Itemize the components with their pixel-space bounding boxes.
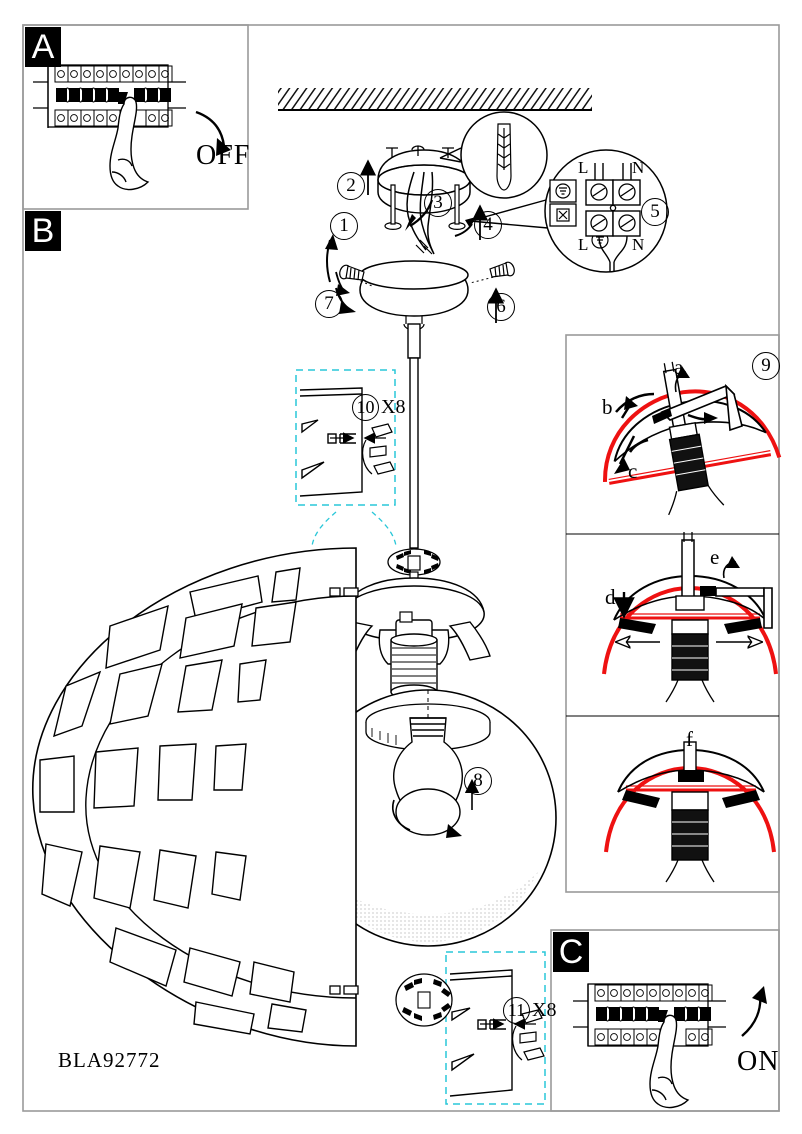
- substep-de-art: [602, 532, 778, 703]
- caption-off: OFF: [196, 140, 251, 171]
- light-bulb: [393, 717, 463, 836]
- caption-on: ON: [737, 1046, 780, 1077]
- terminal-block-detail: [469, 149, 668, 273]
- step-marker-3: 3: [424, 189, 452, 217]
- panel-a-breaker-art: [33, 64, 231, 191]
- step-marker-2: 2: [337, 172, 365, 200]
- terminal-label-n-bottom: N: [632, 235, 645, 254]
- callout-11-qty: X8: [532, 999, 557, 1021]
- callout-10-number: 10: [352, 394, 379, 421]
- substep-label-e: e: [710, 545, 720, 569]
- hand-pointing-on: [649, 1014, 690, 1109]
- substep-label-a: a: [674, 355, 684, 379]
- panel-label-a: A: [25, 27, 61, 67]
- allen-key-e: [715, 587, 773, 629]
- callout-box-10: [295, 369, 397, 547]
- callout-10: 10 X8: [352, 394, 405, 421]
- substep-label-b: b: [602, 395, 613, 419]
- toothed-disc-detail: [395, 973, 453, 1027]
- terminal-label-l-bottom: L: [578, 235, 589, 254]
- glass-globe-and-bulb: [299, 689, 557, 947]
- step-marker-1: 1: [330, 212, 358, 240]
- downrod: [407, 323, 421, 549]
- step-marker-9: 9: [752, 352, 780, 380]
- panel-c-breaker-art: [573, 983, 767, 1109]
- ceiling: [278, 88, 592, 111]
- breaker-modules-on: [594, 984, 713, 1046]
- step-marker-4: 4: [474, 211, 502, 239]
- decorative-shade: [32, 547, 359, 1047]
- lamp-holder-assembly: [331, 548, 491, 700]
- canopy-assembly: [325, 234, 515, 331]
- mounting-screws: [384, 184, 466, 231]
- canopy-screws: [339, 261, 515, 287]
- callout-11: 11 X8: [503, 997, 556, 1024]
- panel-label-b: B: [25, 211, 61, 251]
- callout-11-number: 11: [503, 997, 530, 1024]
- wall-anchor-detail: [439, 111, 548, 199]
- step-marker-5: 5: [641, 198, 669, 226]
- callout-10-qty: X8: [381, 396, 406, 418]
- step-marker-6: 6: [487, 293, 515, 321]
- substep-f-art: [604, 741, 776, 883]
- breaker-modules-off: [54, 65, 173, 127]
- lamp-socket: [390, 619, 438, 700]
- substep-label-d: d: [605, 585, 616, 609]
- step-marker-8: 8: [464, 767, 492, 795]
- terminal-label-n-top: N: [632, 158, 645, 177]
- wall-plug-icon: [496, 123, 512, 191]
- sheet-borders: [22, 24, 780, 1112]
- shade-cutouts: [39, 567, 307, 1035]
- panel-label-c: C: [553, 932, 589, 972]
- terminal-label-l-top: L: [578, 158, 589, 177]
- model-number: BLA92772: [58, 1048, 161, 1072]
- substep-abc-art: [603, 361, 782, 516]
- substep-label-f: f: [686, 727, 693, 751]
- hand-pointing-off: [109, 96, 150, 191]
- callout-box-11: [395, 951, 546, 1105]
- step-marker-7: 7: [315, 290, 343, 318]
- substep-label-c: c: [628, 459, 638, 483]
